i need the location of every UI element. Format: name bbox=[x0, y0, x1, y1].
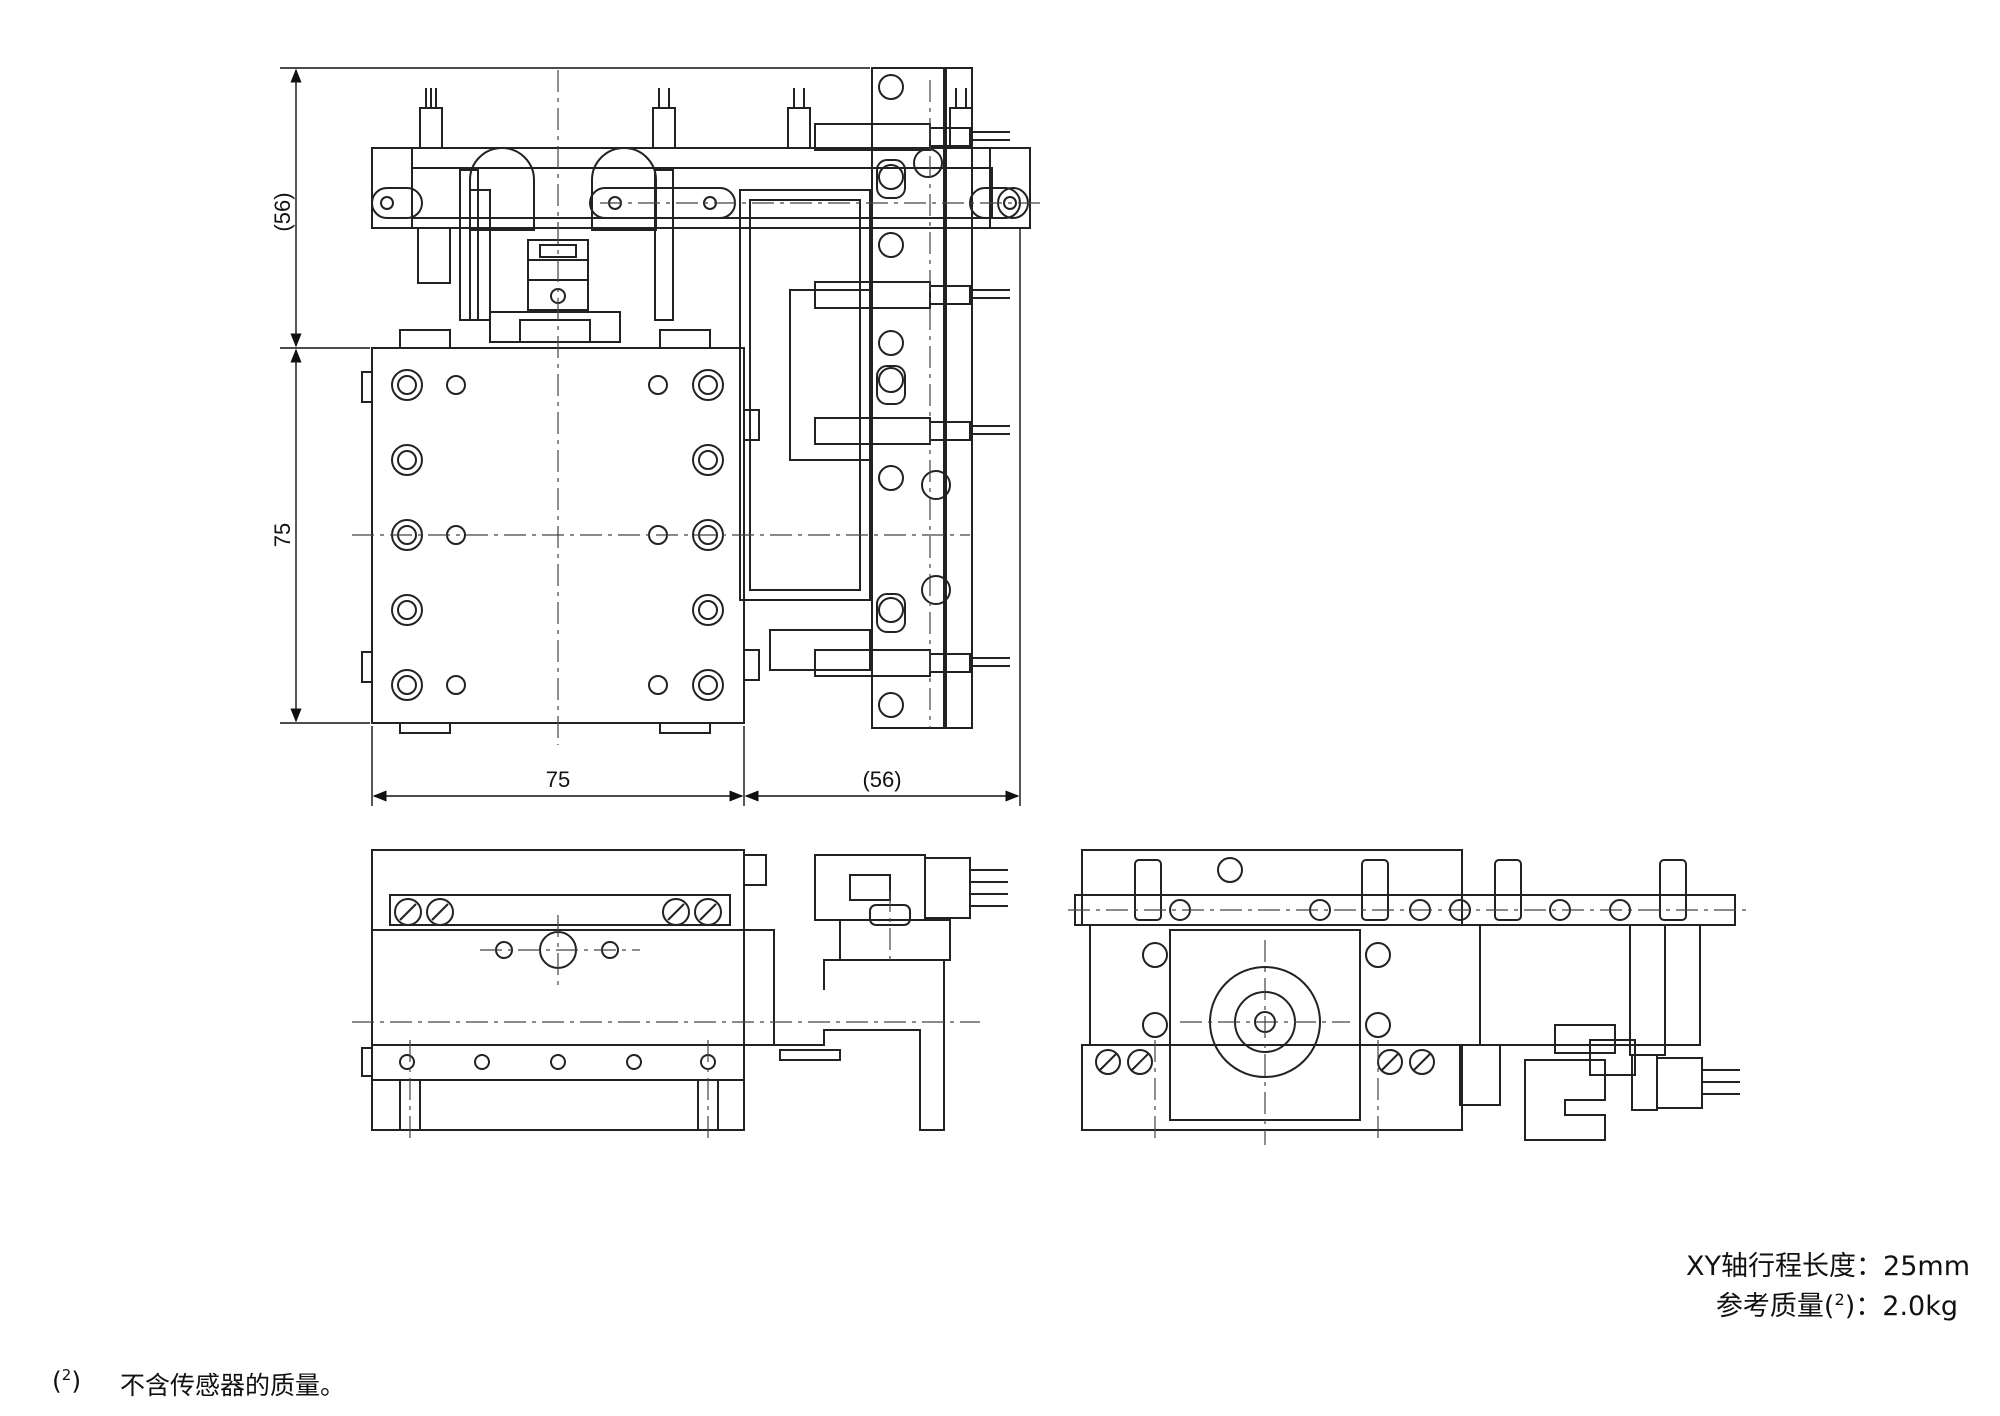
stage-holes bbox=[391, 369, 724, 701]
spec-mass: 参考质量(2)：2.0kg bbox=[1716, 1284, 1958, 1323]
dim-side-width: (56) bbox=[862, 767, 901, 792]
spec-mass-value: )：2.0kg bbox=[1844, 1291, 1958, 1322]
top-pins bbox=[417, 88, 973, 321]
footnote-mark-sup: 2 bbox=[61, 1366, 72, 1384]
footnote-mark-open: ( bbox=[52, 1366, 62, 1396]
footnote-mark-close: ) bbox=[71, 1366, 82, 1396]
top-centerlines bbox=[352, 70, 1040, 745]
spec-stroke: XY轴行程长度：25mm bbox=[1686, 1251, 1970, 1282]
dim-stage-width: 75 bbox=[546, 767, 570, 792]
front-view bbox=[361, 849, 1008, 1131]
side-view bbox=[1074, 849, 1740, 1141]
footnote-mark: (2) bbox=[52, 1366, 81, 1395]
dim-stage-height: 75 bbox=[270, 523, 295, 547]
footnote-text: 不含传感器的质量。 bbox=[120, 1371, 346, 1400]
coupling bbox=[489, 239, 621, 343]
dim-top-height: (56) bbox=[270, 192, 295, 231]
spec-mass-label: 参考质量( bbox=[1715, 1291, 1835, 1322]
front-centerlines bbox=[352, 890, 980, 1140]
spec-mass-sup: 2 bbox=[1834, 1290, 1845, 1309]
side-centerlines bbox=[1068, 909, 1750, 1145]
dimension-lines bbox=[280, 67, 1021, 806]
